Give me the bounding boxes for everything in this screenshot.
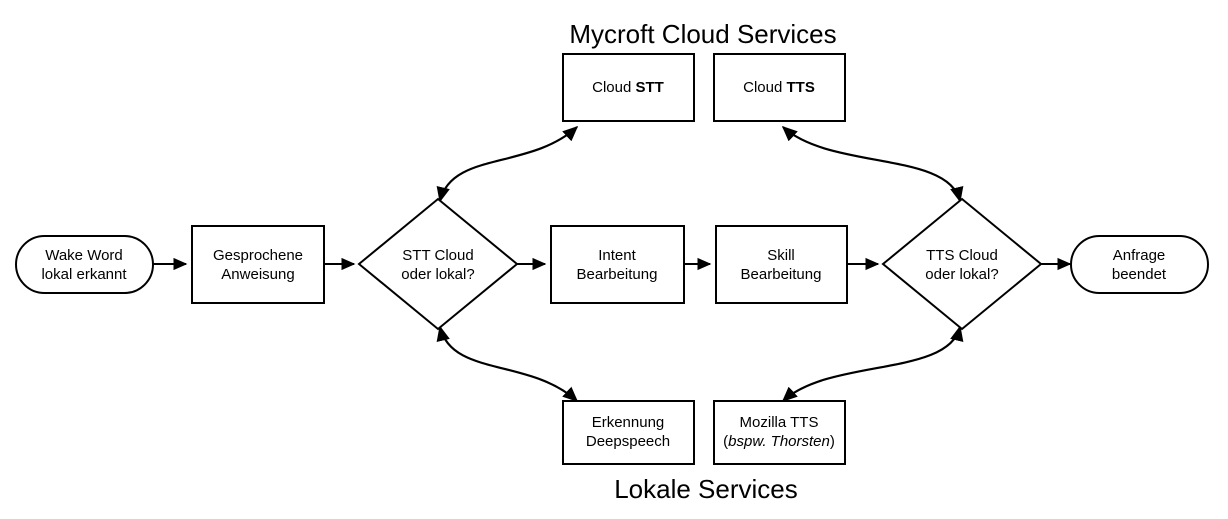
cloud-tts-shape [713, 53, 846, 122]
local-tts-label-line1: Mozilla TTS [740, 414, 819, 431]
edge-tts-decision-to-cloud-tts [781, 125, 964, 203]
cloud-tts-label: Cloud TTS [743, 79, 815, 96]
cloud-stt-label: Cloud STT [592, 79, 664, 96]
local-group-title: Lokale Services [614, 474, 798, 504]
edge-tts-decision-to-local-tts [781, 325, 964, 403]
local-tts-label-line2: (bspw. Thorsten) [723, 433, 835, 450]
spoken-command-label-line1: Gesprochene [213, 247, 303, 264]
local-stt-label-line1: Erkennung [592, 414, 665, 431]
node-cloud-tts[interactable]: Cloud TTS [713, 53, 846, 122]
cloud-tts-label-bold: TTS [787, 79, 815, 96]
local-stt-label-line2: Deepspeech [586, 433, 670, 450]
request-done-label-line1: Anfrage [1113, 247, 1166, 264]
node-skill[interactable]: Skill Bearbeitung [715, 225, 848, 304]
skill-label-line1: Skill [767, 247, 795, 264]
cloud-tts-label-prefix: Cloud [743, 79, 786, 96]
intent-shape [550, 225, 685, 304]
skill-label-line2: Bearbeitung [741, 266, 822, 283]
skill-shape [715, 225, 848, 304]
node-request-done[interactable]: Anfrage beendet [1070, 235, 1209, 294]
wake-word-shape [15, 235, 154, 294]
local-stt-shape [562, 400, 695, 465]
cloud-stt-shape [562, 53, 695, 122]
node-spoken-command[interactable]: Gesprochene Anweisung [191, 225, 325, 304]
edge-stt-decision-to-cloud-stt [436, 125, 579, 203]
stt-decision-shape [357, 197, 519, 331]
cloud-stt-label-bold: STT [636, 79, 664, 96]
node-tts-decision[interactable]: TTS Cloud oder lokal? [881, 197, 1043, 331]
stt-decision-label-line2: oder lokal? [401, 266, 474, 283]
wake-word-label-line2: lokal erkannt [41, 266, 127, 283]
node-local-tts[interactable]: Mozilla TTS (bspw. Thorsten) [713, 400, 846, 465]
request-done-label-line2: beendet [1112, 266, 1167, 283]
stt-decision-label-line1: STT Cloud [402, 247, 473, 264]
node-cloud-stt[interactable]: Cloud STT [562, 53, 695, 122]
spoken-command-label-line2: Anweisung [221, 266, 294, 283]
request-done-shape [1070, 235, 1209, 294]
wake-word-label-line1: Wake Word [45, 247, 123, 264]
intent-label-line1: Intent [598, 247, 636, 264]
edge-stt-decision-to-local-stt [436, 325, 579, 403]
intent-label-line2: Bearbeitung [577, 266, 658, 283]
local-tts-paren-close: ) [830, 433, 835, 450]
tts-decision-label-line2: oder lokal? [925, 266, 998, 283]
node-intent[interactable]: Intent Bearbeitung [550, 225, 685, 304]
cloud-stt-label-prefix: Cloud [592, 79, 635, 96]
cloud-group-title: Mycroft Cloud Services [569, 19, 836, 49]
local-tts-example: bspw. Thorsten [728, 433, 830, 450]
local-tts-shape [713, 400, 846, 465]
node-local-stt[interactable]: Erkennung Deepspeech [562, 400, 695, 465]
node-stt-decision[interactable]: STT Cloud oder lokal? [357, 197, 519, 331]
spoken-command-shape [191, 225, 325, 304]
node-wake-word[interactable]: Wake Word lokal erkannt [15, 235, 154, 294]
tts-decision-label-line1: TTS Cloud [926, 247, 998, 264]
tts-decision-shape [881, 197, 1043, 331]
local-tts-paren-open: ( [723, 433, 728, 450]
